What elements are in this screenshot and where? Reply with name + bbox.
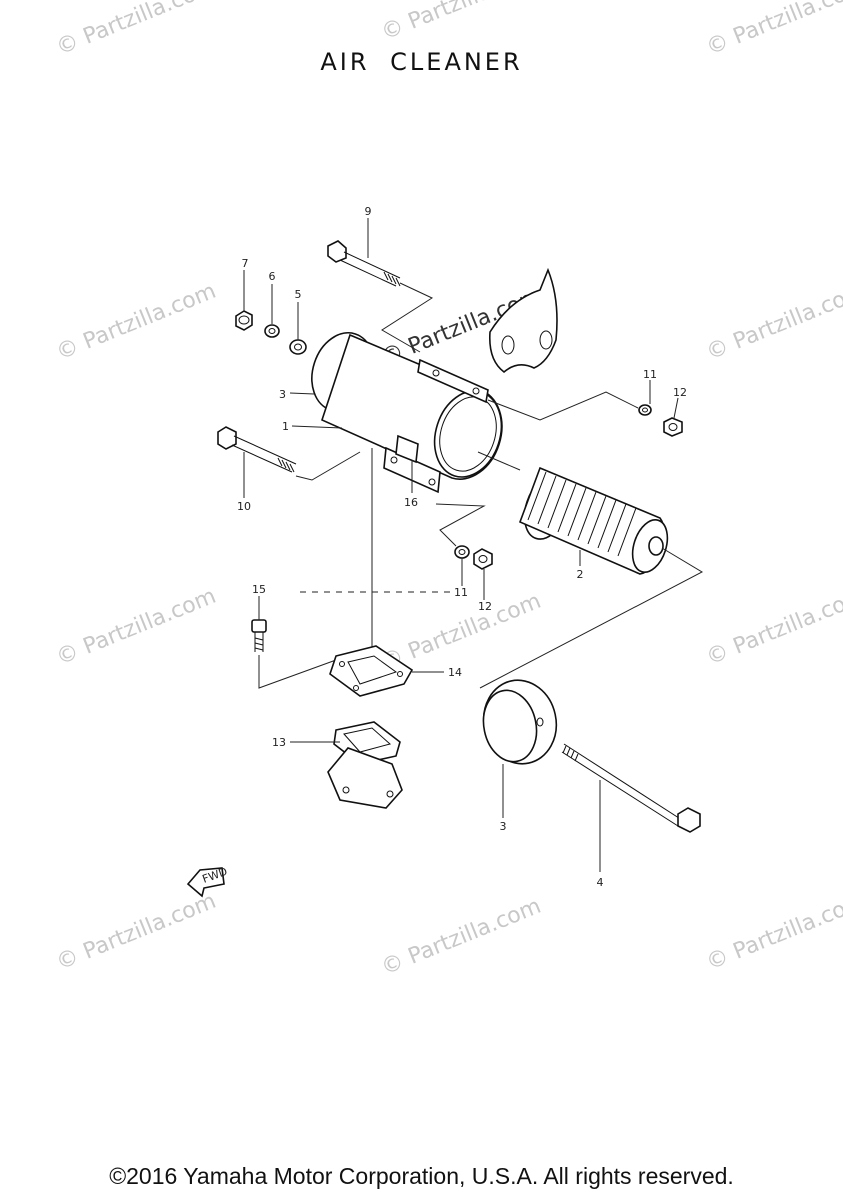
nut-part-12-lower [473,548,493,600]
washer-part-5 [289,302,307,355]
watermark: © Partzilla.com [53,889,220,976]
callout-6: 6 [269,270,276,283]
watermark: © Partzilla.com [378,0,545,46]
callout-14: 14 [448,666,462,679]
callout-5: 5 [295,288,302,301]
watermark: © Partzilla.com [703,584,843,671]
washer-part-11-lower [435,503,486,586]
watermark: © Partzilla.com [378,589,545,676]
callout-labels: 1 2 3 3 4 5 6 7 9 10 11 11 12 12 13 14 1… [237,205,687,889]
callout-3-upper: 3 [279,388,286,401]
fwd-arrow-icon: FWD [186,865,229,898]
page-title: AIR CLEANER [320,48,523,76]
air-cleaner-case-part-1 [291,332,503,494]
watermark: © Partzilla.com [378,894,545,981]
copyright-notice: ©2016 Yamaha Motor Corporation, U.S.A. A… [109,1163,734,1189]
gasket-part-14 [329,645,444,697]
callout-1: 1 [282,420,289,433]
callout-2: 2 [577,568,584,581]
bracket-part [487,267,639,421]
leader-part-3 [289,392,315,395]
callout-9: 9 [365,205,372,218]
washer-part-6 [264,284,280,338]
callout-16: 16 [404,496,418,509]
watermark: © Partzilla.com [53,279,220,366]
washer-part-11-upper [638,380,652,416]
callout-10: 10 [237,500,251,513]
callout-4: 4 [597,876,604,889]
callout-12-lower: 12 [478,600,492,613]
callout-15: 15 [252,583,266,596]
watermarks: © Partzilla.com © Partzilla.com © Partzi… [53,0,843,981]
watermark: © Partzilla.com [53,0,220,61]
watermark: © Partzilla.com [703,889,843,976]
watermark: © Partzilla.com [53,584,220,671]
watermark: © Partzilla.com [703,0,843,61]
callout-11-upper: 11 [643,368,657,381]
callout-7: 7 [242,257,249,270]
joint-part-13 [290,721,403,809]
callout-12-upper: 12 [673,386,687,399]
callout-11-lower: 11 [454,586,468,599]
cap-part-3-lower [482,679,558,818]
bolt-part-9 [327,218,434,353]
watermark: © Partzilla.com [703,279,843,366]
bolt-part-4 [561,743,701,872]
nut-part-12-upper [663,397,683,437]
callout-3-lower: 3 [500,820,507,833]
bolt-part-10 [217,426,361,498]
air-filter-element-part-2 [477,451,704,689]
callout-13: 13 [272,736,286,749]
nut-part-7 [235,270,253,331]
screw-part-15 [251,596,337,689]
